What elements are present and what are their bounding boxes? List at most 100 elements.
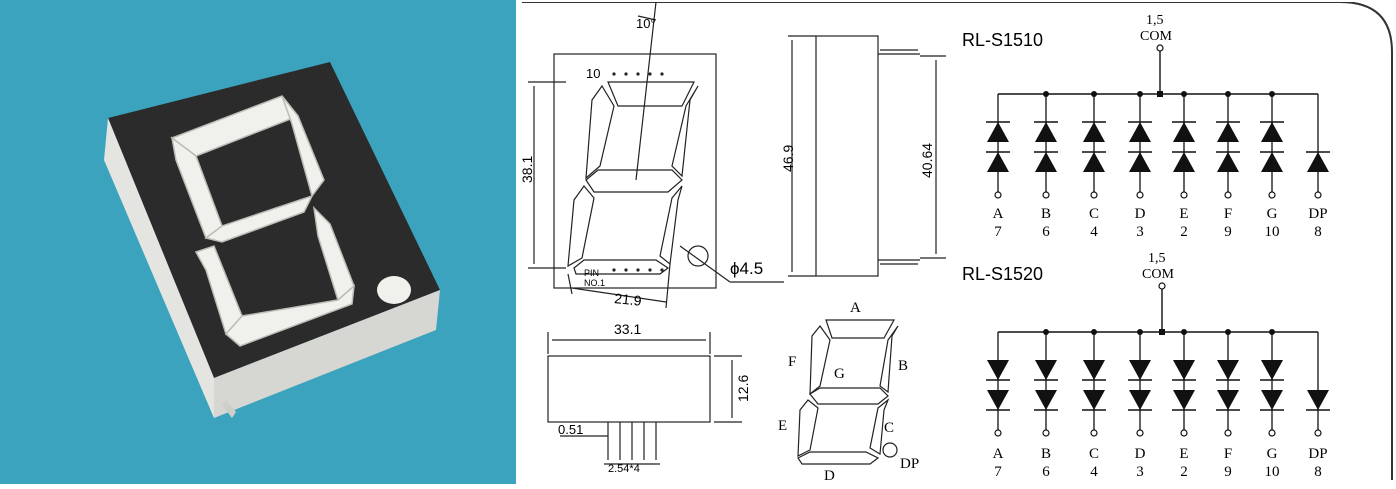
pin-terminal: [1042, 429, 1050, 437]
pin-segment-label: C: [1089, 206, 1099, 222]
diode-symbol: [1173, 122, 1195, 142]
angle-label: 10°: [636, 16, 656, 31]
front-height-label: 38.1: [520, 156, 535, 183]
pin-segment-label: F: [1224, 446, 1232, 462]
diode-branch: E2: [1172, 91, 1196, 240]
product-photo: [0, 0, 516, 484]
pin-terminal: [1268, 191, 1276, 199]
pin-terminal: [1314, 191, 1322, 199]
bottom-width-label: 33.1: [614, 321, 641, 337]
bottom-outline: [547, 355, 711, 423]
diode-symbol: [987, 360, 1009, 380]
pin-segment-label: A: [993, 446, 1004, 462]
diode-symbol: [1083, 390, 1105, 410]
pin-number-label: 10: [1265, 224, 1280, 240]
diode-branch: B6: [1034, 91, 1058, 240]
com-label: COM: [1142, 267, 1174, 282]
display-front-side: [214, 290, 440, 418]
pin-segment-label: D: [1135, 206, 1146, 222]
pin-segment-label: D: [1135, 446, 1146, 462]
diode-symbol: [1035, 390, 1057, 410]
pin-terminal: [1224, 191, 1232, 199]
side-outline: [815, 35, 879, 277]
pin-segment-label: DP: [1308, 446, 1327, 462]
pin-terminal: [1180, 429, 1188, 437]
pin-number-label: 9: [1224, 224, 1232, 240]
seg-label-dp: DP: [900, 456, 919, 472]
pin-number-label: 2: [1180, 464, 1188, 480]
seg-label-d: D: [824, 468, 835, 482]
pin-segment-label: E: [1179, 446, 1188, 462]
pin-number-label: 8: [1314, 464, 1322, 480]
decimal-point: [377, 276, 411, 304]
pin-terminal: [1224, 429, 1232, 437]
pin-segment-label: C: [1089, 446, 1099, 462]
side-total-height-label: 46.9: [780, 145, 796, 172]
diode-branch: E2: [1172, 329, 1196, 480]
pin-segment-label: DP: [1308, 206, 1327, 222]
pin-width-label: 0.51: [558, 422, 583, 437]
pin-terminal: [994, 429, 1002, 437]
diode-branch: G 10: [1260, 91, 1284, 240]
side-body-height-label: 40.64: [919, 143, 935, 178]
seven-segment-digit: [170, 95, 355, 347]
pin-number-label: 4: [1090, 464, 1098, 480]
pin-segment-label: F: [1224, 206, 1232, 222]
front-view: [528, 1, 784, 309]
pin-number-label: 6: [1042, 464, 1050, 480]
diode-symbol: [1261, 390, 1283, 410]
pin-segment-label: B: [1041, 206, 1051, 222]
side-view: [788, 35, 946, 277]
diode-symbol: [1261, 152, 1283, 172]
pin-terminal: [994, 191, 1002, 199]
diode-symbol: [1217, 390, 1239, 410]
pin-terminal: [1090, 191, 1098, 199]
drawings-svg: 10° 10 PIN NO.1 38.1 21.9 ϕ4.5 46.9 40.6…: [519, 1, 1393, 484]
com-terminal: [1158, 282, 1166, 290]
pin-number-label: 2: [1180, 224, 1188, 240]
diode-symbol: [1129, 152, 1151, 172]
com-junction: [1159, 329, 1165, 335]
schematic-title: RL-S1520: [962, 264, 1043, 284]
front-outline: [553, 53, 717, 289]
diode-symbol: [1217, 122, 1239, 142]
pin-number-label: 3: [1136, 224, 1144, 240]
display-left-side: [104, 118, 214, 418]
diode-branch: G10: [1260, 329, 1284, 480]
diode-symbol: [1035, 360, 1057, 380]
diode-symbol: [1307, 390, 1329, 410]
bottom-depth-label: 12.6: [735, 375, 751, 402]
panel-border: [522, 1, 1393, 480]
pin-segment-label: G: [1267, 206, 1278, 222]
diode-symbol: [1129, 122, 1151, 142]
pin-number-label: 4: [1090, 224, 1098, 240]
diode-branch: A7: [986, 94, 1010, 240]
pin-terminal: [1042, 191, 1050, 199]
pin-segment-label: A: [993, 206, 1004, 222]
diode-symbol: [987, 390, 1009, 410]
com-junction: [1157, 91, 1163, 97]
pin-number-label: 9: [1224, 464, 1232, 480]
diode-symbol: [1217, 360, 1239, 380]
front-width-label: 21.9: [614, 290, 643, 309]
schematic-title: RL-S1510: [962, 30, 1043, 50]
diode-symbol: [987, 152, 1009, 172]
pin1-label-line2: NO.1: [584, 278, 605, 288]
diode-branch: C4: [1082, 91, 1106, 240]
diode-symbol: [1083, 122, 1105, 142]
pin1-label-line1: PIN: [584, 268, 599, 278]
diode-symbol: [1261, 122, 1283, 142]
com-label: COM: [1140, 29, 1172, 44]
diode-symbol: [1173, 360, 1195, 380]
pin-segment-label: G: [1267, 446, 1278, 462]
diode-symbol: [1173, 390, 1195, 410]
led-display-illustration: [104, 62, 440, 418]
seg-label-g: G: [834, 366, 845, 382]
seg-label-e: E: [778, 418, 787, 434]
pin-terminal: [1268, 429, 1276, 437]
diode-symbol: [1083, 360, 1105, 380]
pin-number-label: 7: [994, 464, 1002, 480]
pin-terminal: [1180, 191, 1188, 199]
diode-branch: DP 8: [1306, 332, 1330, 480]
